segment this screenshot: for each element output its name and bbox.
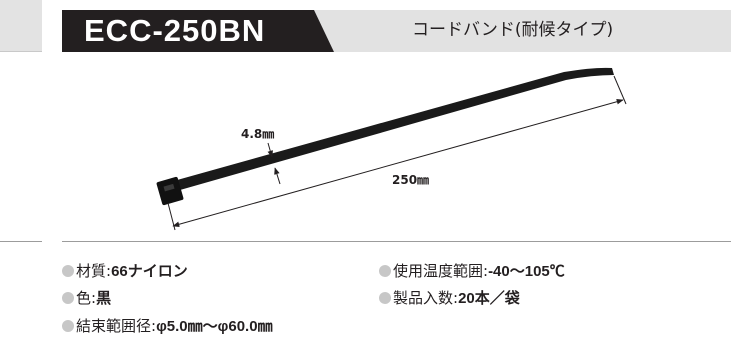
spec-label: 使用温度範囲: xyxy=(393,262,489,280)
length-dimension-label: 250㎜ xyxy=(392,173,429,187)
product-name: コードバンド(耐候タイプ) xyxy=(412,20,614,40)
bullet-icon xyxy=(379,292,391,304)
spec-value: 20本／袋 xyxy=(458,290,520,307)
width-dimension-line-bottom xyxy=(274,167,281,185)
width-dimension-line-top xyxy=(267,142,273,158)
spec-label: 材質: xyxy=(76,262,112,280)
spec-material: 材質:66ナイロン xyxy=(62,261,188,282)
cable-tie-diagram: 250㎜ 4.8㎜ xyxy=(156,67,627,231)
previous-item-divider xyxy=(0,241,42,242)
bullet-icon xyxy=(62,320,74,332)
spec-temperature: 使用温度範囲:-40～105℃ xyxy=(379,261,565,282)
length-extension-line-right xyxy=(613,75,627,105)
bullet-icon xyxy=(379,265,391,277)
spec-quantity: 製品入数:20本／袋 xyxy=(379,288,520,309)
spec-label: 色: xyxy=(76,289,97,307)
spec-value: -40～105℃ xyxy=(488,263,565,280)
model-code: ECC-250BN xyxy=(84,13,266,48)
spec-value: φ5.0㎜～φ60.0㎜ xyxy=(156,318,273,335)
width-dimension-label: 4.8㎜ xyxy=(241,127,274,141)
spec-bundle-range: 結束範囲径:φ5.0㎜～φ60.0㎜ xyxy=(62,316,273,337)
product-figure: 250㎜ 4.8㎜ xyxy=(140,58,640,240)
bullet-icon xyxy=(62,292,74,304)
spec-label: 結束範囲径: xyxy=(76,317,157,335)
spec-value: 黒 xyxy=(96,290,112,307)
model-code-tab xyxy=(62,10,334,52)
cable-tie-head-slot xyxy=(163,183,175,192)
spec-value: 66ナイロン xyxy=(111,263,188,280)
length-dimension-line xyxy=(172,99,624,227)
previous-item-header-edge xyxy=(0,0,42,52)
bullet-icon xyxy=(62,265,74,277)
section-divider xyxy=(62,241,731,242)
spec-color: 色:黒 xyxy=(62,288,111,309)
spec-label: 製品入数: xyxy=(393,289,459,307)
